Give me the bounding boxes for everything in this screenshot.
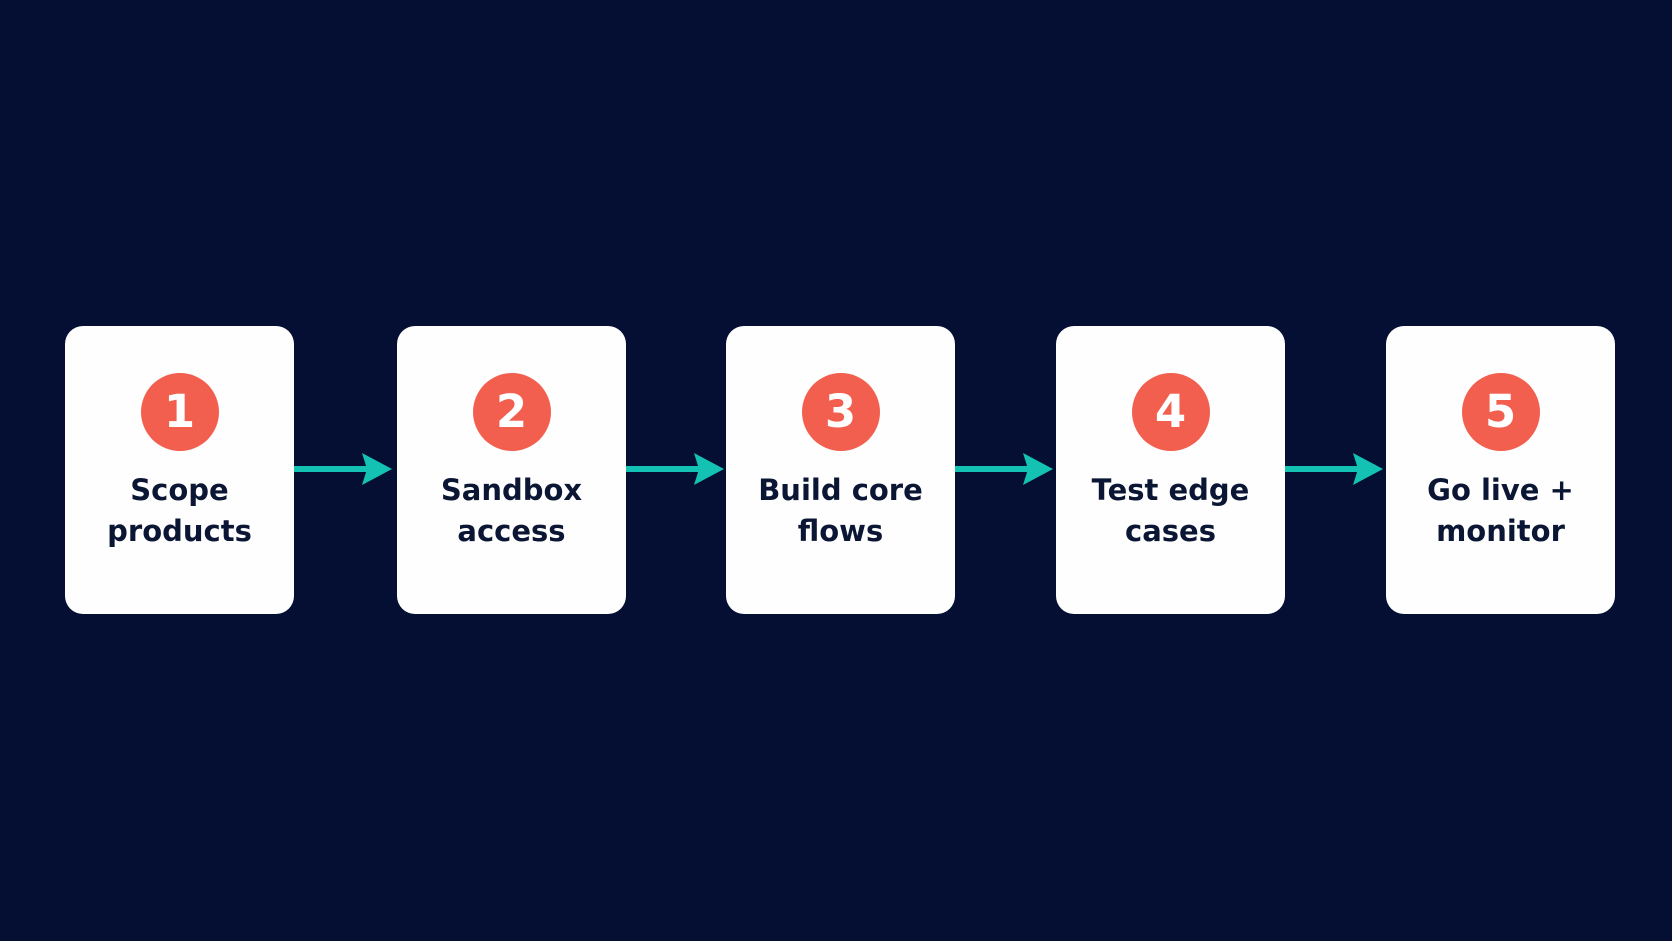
arrow-right-icon [626,447,730,491]
step-label: Build core flows [758,473,923,548]
step-label: Scope products [107,473,252,548]
step-label: Go live + monitor [1427,473,1574,548]
step-number-badge: 1 [140,373,219,451]
step-number-badge: 3 [801,373,880,451]
step-card-5: 5 Go live + monitor [1386,326,1615,614]
step-number-badge: 2 [472,373,551,451]
step-card-4: 4 Test edge cases [1056,326,1285,614]
arrow-right-icon [1285,447,1389,491]
arrow-right-icon [294,447,398,491]
step-card-1: 1 Scope products [65,326,294,614]
step-label: Sandbox access [440,473,583,548]
step-number-badge: 4 [1131,373,1210,451]
step-card-3: 3 Build core flows [726,326,955,614]
step-label: Test edge cases [1091,473,1250,548]
arrow-right-icon [955,447,1059,491]
step-number-badge: 5 [1461,373,1540,451]
step-card-2: 2 Sandbox access [397,326,626,614]
